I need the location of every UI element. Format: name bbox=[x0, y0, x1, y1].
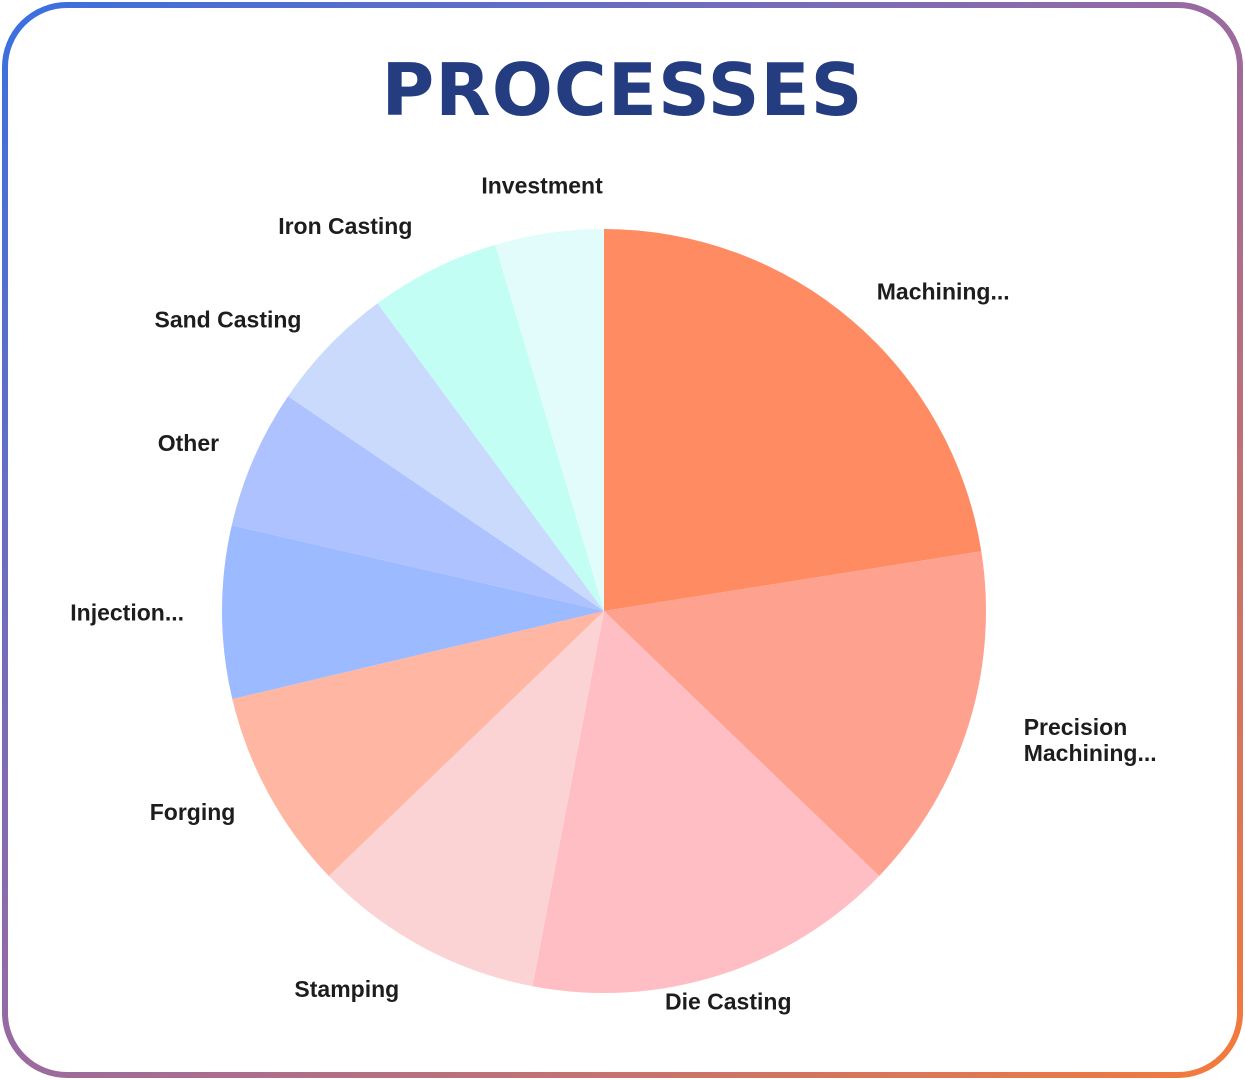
chart-title: PROCESSES bbox=[381, 48, 864, 132]
pie-slice-7 bbox=[231, 396, 605, 611]
slice-label-7: Other bbox=[158, 430, 219, 456]
slice-label-3: Die Casting bbox=[665, 989, 792, 1015]
slice-label-6: Injection... bbox=[70, 599, 184, 625]
pie-slice-6 bbox=[221, 525, 604, 700]
pie-slice-5 bbox=[232, 611, 604, 876]
slice-label-5: Forging bbox=[150, 799, 236, 825]
pie-slice-2 bbox=[604, 551, 986, 876]
pie-slice-3 bbox=[532, 611, 880, 993]
slice-label-9: Iron Casting bbox=[278, 213, 412, 239]
slice-label-1: Machining... bbox=[877, 279, 1010, 305]
pie-slice-10 bbox=[495, 229, 604, 611]
pie-slice-8 bbox=[288, 303, 604, 611]
slice-label-8: Sand Casting bbox=[155, 307, 302, 333]
slice-label-10: Investment bbox=[481, 172, 603, 198]
pie-slice-9 bbox=[377, 244, 604, 612]
pie-slice-4 bbox=[328, 611, 604, 987]
slice-label-4: Stamping bbox=[294, 976, 399, 1002]
pie-slice-1 bbox=[604, 229, 982, 611]
